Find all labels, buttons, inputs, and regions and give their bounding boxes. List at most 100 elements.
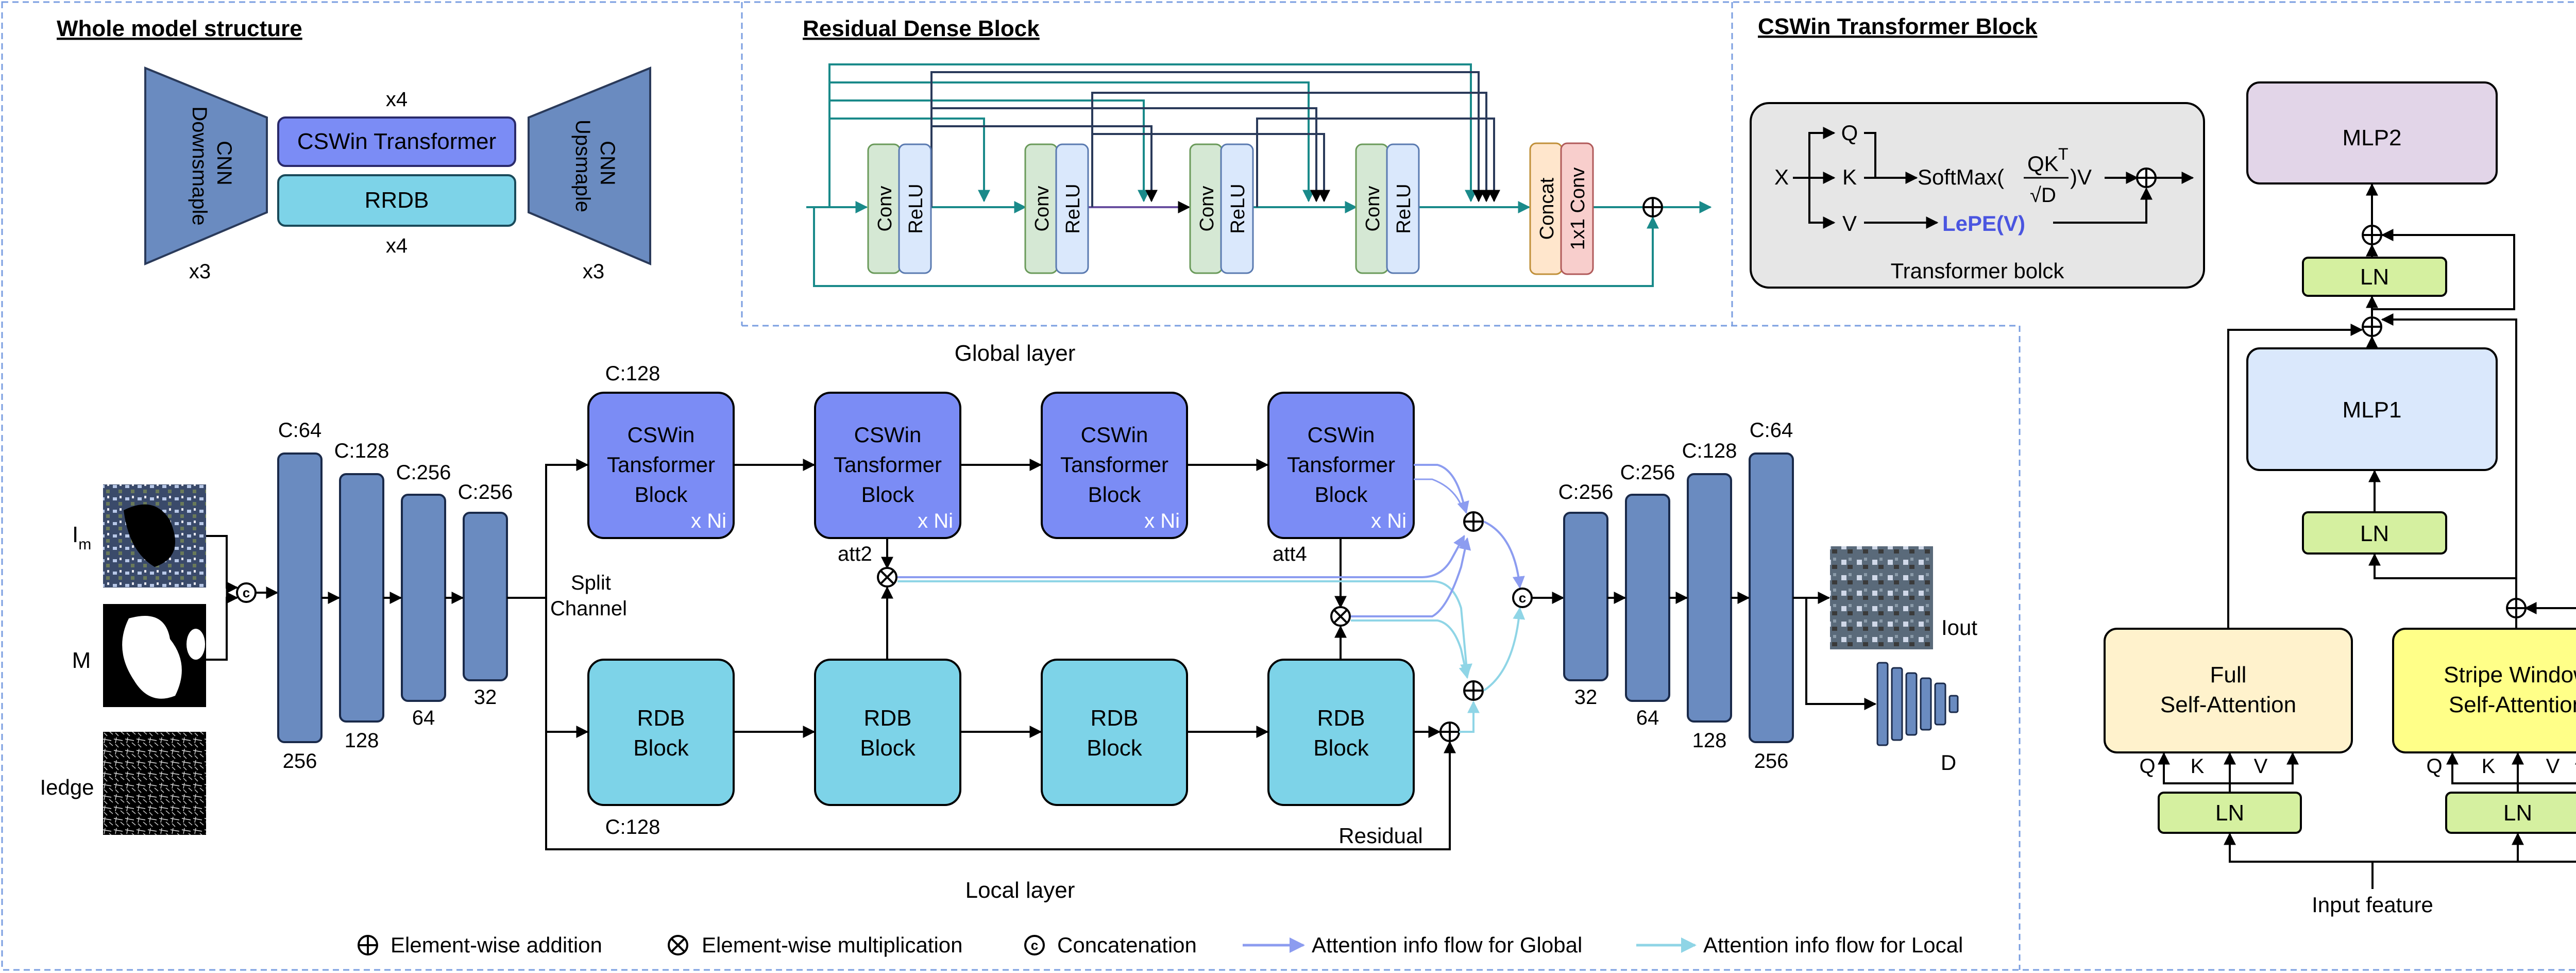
- stripe-window-attention-box: [2392, 628, 2576, 753]
- svg-text:128: 128: [1692, 729, 1727, 752]
- svg-text:LN: LN: [2503, 800, 2532, 826]
- svg-text:ReLU: ReLU: [1227, 183, 1249, 233]
- rdb-block-3-label: Block: [1087, 735, 1143, 761]
- whole-model-title: Whole model structure: [57, 16, 302, 41]
- svg-text:MLP2: MLP2: [2343, 125, 2402, 150]
- x-ni-label-2: x Ni: [918, 510, 953, 532]
- cswin-block-4-label: Block: [1315, 482, 1368, 507]
- svg-text:LN: LN: [2215, 800, 2244, 826]
- rdb-block-2-label: RDB: [864, 706, 912, 731]
- svg-text:1x1 Conv: 1x1 Conv: [1567, 167, 1589, 250]
- x4-top-label: x4: [386, 88, 408, 111]
- input-iedge-label: Iedge: [40, 775, 94, 799]
- svg-text:√D: √D: [2030, 184, 2056, 207]
- svg-text:LePE(V): LePE(V): [1942, 211, 2025, 236]
- svg-text:V: V: [1842, 211, 1857, 236]
- main-network: Global layer Local layer Im M Iedge C:64…: [40, 341, 1977, 903]
- svg-text:Q: Q: [1841, 121, 1858, 145]
- rdb-conv-2: Conv ReLU: [1024, 143, 1089, 274]
- svg-text:Conv: Conv: [1362, 186, 1384, 232]
- input-feature-label: Input feature: [2312, 893, 2433, 917]
- att2-label: att2: [838, 543, 872, 565]
- decoder-bars: C:256 C:256 C:128 C:64 32 64 128 256: [1558, 419, 1794, 773]
- legend: Element-wise addition Element-wise multi…: [358, 933, 1963, 957]
- cswin-block-4-label: CSWin: [1308, 423, 1375, 447]
- svg-text:SoftMax(: SoftMax(: [1918, 165, 2004, 189]
- svg-text:Conv: Conv: [874, 186, 896, 232]
- svg-text:Conv: Conv: [1196, 186, 1218, 232]
- svg-text:Self-Attention: Self-Attention: [2449, 692, 2576, 717]
- global-layer-label: Global layer: [955, 341, 1076, 366]
- svg-text:K: K: [2482, 755, 2496, 778]
- rdb-add-symbol: [1642, 197, 1663, 217]
- cswin-block-1-label: Tansformer: [607, 452, 715, 477]
- legend-mul: Element-wise multiplication: [702, 933, 963, 957]
- cswin-block-stack: MLP2 MLP1 LN LN LN LN Full Self-Attentio…: [2104, 81, 2576, 917]
- cswin-transformer-box: [277, 116, 516, 167]
- svg-text:64: 64: [1636, 707, 1659, 729]
- svg-text:128: 128: [345, 729, 379, 752]
- d-label: D: [1941, 750, 1956, 775]
- svg-text:QK: QK: [2027, 152, 2059, 176]
- svg-text:K: K: [1842, 165, 1857, 189]
- cswin-block-3-label: Block: [1088, 482, 1142, 507]
- svg-text:C:256: C:256: [396, 461, 451, 484]
- residual-label: Residual: [1338, 824, 1422, 848]
- legend-add: Element-wise addition: [391, 933, 602, 957]
- svg-text:LN: LN: [2360, 521, 2389, 546]
- x3-right-label: x3: [583, 260, 604, 283]
- rdb-title: Residual Dense Block: [803, 16, 1040, 41]
- transformer-block-caption: Transformer bolck: [1891, 259, 2065, 283]
- rdb-panel: Conv ReLU Conv ReLU Conv ReLU Conv ReLU …: [806, 63, 1712, 287]
- cswin-block-2-label: Block: [861, 482, 915, 507]
- output-image-iout: [1830, 546, 1933, 649]
- input-m-label: M: [72, 648, 91, 673]
- x4-bottom-label: x4: [386, 234, 408, 257]
- x-ni-label-4: x Ni: [1371, 510, 1406, 532]
- legend-global: Attention info flow for Global: [1312, 933, 1582, 957]
- cswin-block-3-label: CSWin: [1081, 423, 1148, 447]
- rdb-conv-1: Conv ReLU: [867, 143, 932, 274]
- rdb-conv-4: Conv ReLU: [1355, 143, 1420, 274]
- full-self-attention-box: [2104, 628, 2353, 753]
- legend-local: Attention info flow for Local: [1703, 933, 1963, 957]
- svg-text:C:128: C:128: [605, 362, 660, 385]
- svg-text:C:128: C:128: [605, 816, 660, 838]
- svg-text:V: V: [2254, 755, 2268, 778]
- rdb-block-2-label: Block: [860, 735, 916, 761]
- svg-text:C:128: C:128: [334, 440, 389, 462]
- discriminator-bars: [1876, 662, 1959, 746]
- cnn-downsample-label: CNN Downsmaple: [188, 106, 235, 225]
- svg-text:C:64: C:64: [1750, 419, 1793, 442]
- edge-image-iedge: [103, 732, 206, 835]
- rdb-blocks: [587, 659, 1415, 806]
- x-ni-label-3: x Ni: [1144, 510, 1180, 532]
- local-layer-label: Local layer: [965, 878, 1075, 903]
- svg-text:ReLU: ReLU: [1062, 183, 1084, 233]
- svg-text:T: T: [2058, 145, 2069, 163]
- iout-label: Iout: [1941, 615, 1977, 640]
- rrdb-label: RRDB: [365, 188, 429, 213]
- svg-text:32: 32: [474, 686, 497, 709]
- svg-text:Full: Full: [2210, 662, 2247, 687]
- rdb-block-1-label: Block: [633, 735, 689, 761]
- svg-text:C:256: C:256: [1558, 481, 1614, 504]
- svg-text:Concat: Concat: [1536, 177, 1558, 240]
- svg-text:Q: Q: [2426, 755, 2442, 778]
- svg-text:C:256: C:256: [458, 481, 513, 504]
- svg-text:Conv: Conv: [1031, 186, 1053, 232]
- svg-text:X: X: [1774, 165, 1789, 189]
- cswin-block-1-label: Block: [635, 482, 688, 507]
- cswin-block-2-label: CSWin: [854, 423, 922, 447]
- x-ni-label-1: x Ni: [691, 510, 726, 532]
- rdb-block-3-label: RDB: [1091, 706, 1139, 731]
- rdb-block-1-label: RDB: [637, 706, 685, 731]
- svg-text:MLP1: MLP1: [2343, 397, 2402, 423]
- cswin-title: CSWin Transformer Block: [1758, 14, 2038, 39]
- whole-model: CNN Downsmaple CNN Upsmaple CSWin Transf…: [144, 66, 651, 283]
- x3-left-label: x3: [189, 260, 211, 283]
- cnn-upsample-shape: [528, 66, 651, 266]
